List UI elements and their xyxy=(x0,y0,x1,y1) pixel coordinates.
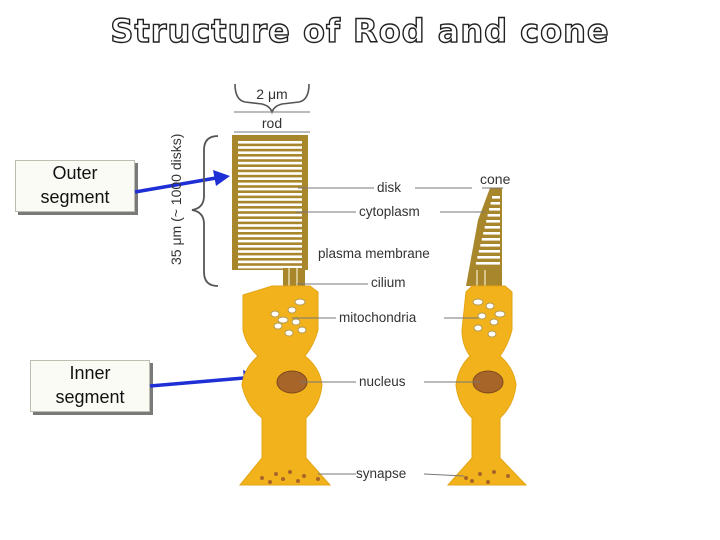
cone-disk xyxy=(490,202,500,205)
synapse-label: synapse xyxy=(356,466,406,481)
rod-disk xyxy=(238,239,302,243)
length-bracket xyxy=(191,135,219,287)
rod-disk xyxy=(238,245,302,248)
rod-disk xyxy=(238,177,302,180)
cone-disk xyxy=(486,220,500,223)
rod-disk xyxy=(238,265,302,269)
rod-disks xyxy=(238,141,302,269)
cone-cell xyxy=(446,188,528,486)
cilium-label: cilium xyxy=(371,275,406,290)
outer-segment-arrow xyxy=(134,176,217,194)
rod-disk xyxy=(238,156,302,160)
label-pointer-lines xyxy=(292,187,503,477)
rod-disk xyxy=(238,255,302,258)
cone-synapse-vesicles xyxy=(464,470,510,484)
rod-label: rod xyxy=(262,115,282,131)
rod-disk xyxy=(238,167,302,170)
rod-disk xyxy=(238,224,302,227)
rod-disk xyxy=(238,229,302,232)
outer-segment-callout-line1: Outer xyxy=(52,163,98,183)
rod-disk xyxy=(238,146,302,149)
inner-segment-callout-line1: Inner xyxy=(69,363,111,383)
rod-disk xyxy=(238,208,302,212)
cone-disk xyxy=(477,256,500,259)
nucleus-label: nucleus xyxy=(359,374,406,389)
rod-disk xyxy=(238,213,302,217)
cone-disk xyxy=(489,208,500,211)
cone-outer-segment xyxy=(466,188,502,286)
cone-disk xyxy=(483,232,500,235)
rod-disk xyxy=(238,198,302,201)
rod-disk xyxy=(238,151,302,154)
cone-mitochondria xyxy=(472,298,506,338)
cone-disk xyxy=(492,196,500,199)
page-title: Structure of Rod and cone xyxy=(110,11,610,50)
cone-disks xyxy=(475,196,500,265)
rod-disk xyxy=(238,203,302,206)
rod-disk xyxy=(238,250,302,253)
rod-disk xyxy=(238,161,302,165)
rod-cilium xyxy=(283,268,305,288)
length-label: 35 μm (~ 1000 disks) xyxy=(168,134,184,265)
cone-disk xyxy=(484,226,500,229)
cone-disk xyxy=(487,214,500,217)
cone-disk xyxy=(475,262,500,265)
mitochondria-label: mitochondria xyxy=(339,310,417,325)
rod-synapse-vesicles xyxy=(260,470,320,484)
cone-disk xyxy=(480,244,500,247)
plasma-membrane-label: plasma membrane xyxy=(318,246,430,261)
rod-mitochondria xyxy=(270,298,307,337)
cone-disk xyxy=(478,250,500,253)
inner-segment-callout-line2: segment xyxy=(55,387,125,407)
rod-disk xyxy=(238,260,302,264)
rod-outer-segment xyxy=(232,135,308,270)
cone-disk xyxy=(481,238,500,241)
rod-disk xyxy=(238,234,302,238)
inner-segment-arrow xyxy=(149,376,245,388)
rod-disk xyxy=(238,172,302,175)
rod-disk xyxy=(238,182,302,186)
cytoplasm-label: cytoplasm xyxy=(359,204,420,219)
width-label: 2 μm xyxy=(256,86,287,102)
inner-segment-callout: Inner segment xyxy=(30,360,150,412)
rod-disk xyxy=(238,187,302,191)
disk-label: disk xyxy=(377,180,401,195)
rod-disk xyxy=(238,141,302,144)
cone-label: cone xyxy=(480,171,511,187)
rod-disk xyxy=(238,219,302,222)
outer-segment-callout-line2: segment xyxy=(40,187,110,207)
outer-segment-callout: Outer segment xyxy=(15,160,135,212)
rod-disk xyxy=(238,193,302,196)
rod-cell xyxy=(232,135,332,486)
outer-segment-arrowhead xyxy=(213,170,230,186)
